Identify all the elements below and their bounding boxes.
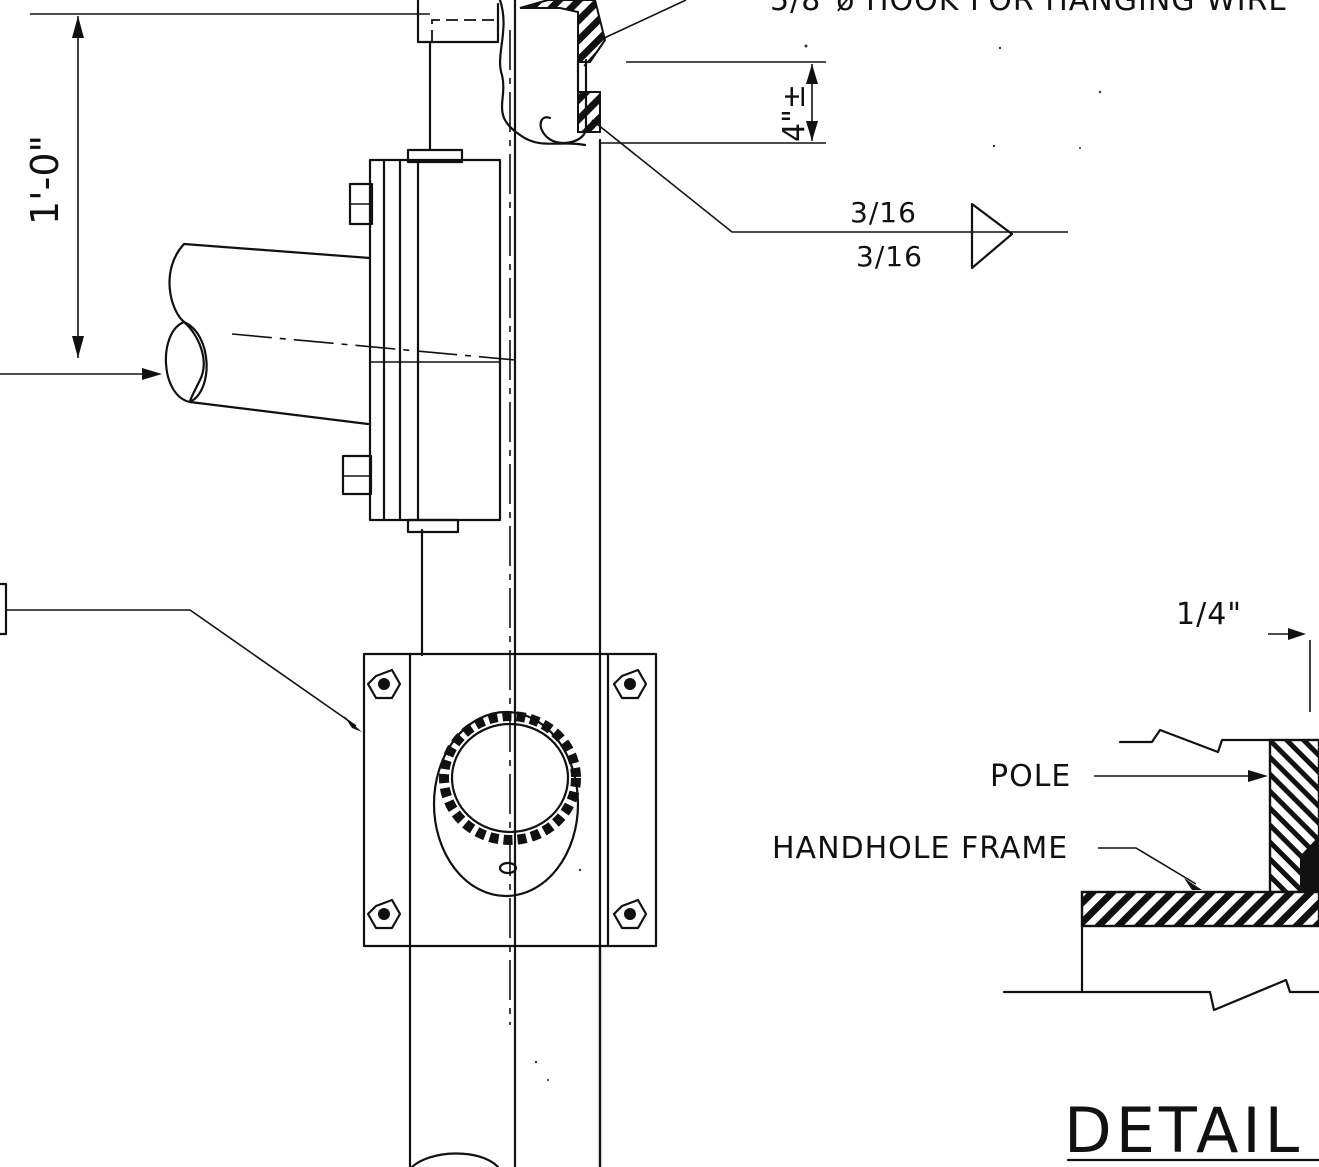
handhole-plate [362,652,658,948]
bolt-icon [366,668,402,700]
signal-mount-clamp [341,148,502,534]
bolt-icon [612,898,648,930]
dimension-gap-label: 1/4" [1176,597,1242,632]
weld-upper-size: 3/16 [850,196,917,229]
bolt-icon [612,668,648,700]
detail-title-text: DETAIL [1064,1094,1303,1167]
dimension-hook-height: 4"± [600,61,826,144]
top-note-text: 5/8"ø HOOK FOR HANGING WIRE [770,0,1288,18]
handhole-leader [0,582,362,732]
handhole-frame-label: HANDHOLE FRAME [772,831,1068,866]
handhole-section-detail: 1/4" POLE HANDHOLE FRAME [772,597,1319,1012]
detail-title: DETAIL [1064,1094,1319,1167]
dimension-vertical-spacing-label: 1'-0" [23,135,67,225]
dimension-hook-height-label: 4"± [777,84,812,142]
hook-assembly [416,0,687,147]
mast-arm [0,242,516,426]
bolt-icon [366,898,402,930]
pole-shaft [408,30,602,1167]
scan-specks [534,44,1102,1081]
dimension-vertical-spacing: 1'-0" [23,13,430,358]
weld-lower-size: 3/16 [856,240,923,273]
weld-symbol: 3/16 3/16 [591,119,1068,273]
pole-label: POLE [990,759,1071,794]
